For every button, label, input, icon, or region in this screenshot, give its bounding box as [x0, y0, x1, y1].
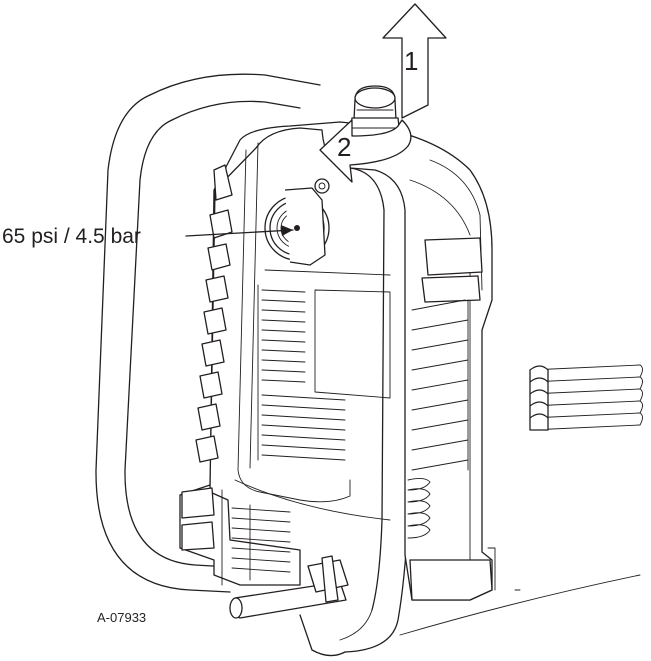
- bottom-vent-grille: [181, 487, 496, 601]
- pull-up-arrow-icon: [382, 3, 447, 119]
- input-hose: [229, 555, 349, 619]
- pressure-gauge-icon: [264, 178, 330, 266]
- pressure-label: 65 psi / 4.5 bar: [2, 225, 141, 248]
- figure-id-label: A-07933: [97, 610, 146, 625]
- step-2-label: 2: [337, 132, 351, 162]
- pressure-leader: [185, 225, 294, 237]
- step-1-label: 1: [404, 46, 418, 76]
- background-ribs: [529, 364, 643, 431]
- right-side-ribs: [407, 237, 483, 539]
- floor-edge: [399, 574, 641, 636]
- left-side-ribs: [195, 164, 233, 463]
- turn-arrow-icon: [319, 119, 412, 183]
- front-vent-slots: [257, 284, 346, 461]
